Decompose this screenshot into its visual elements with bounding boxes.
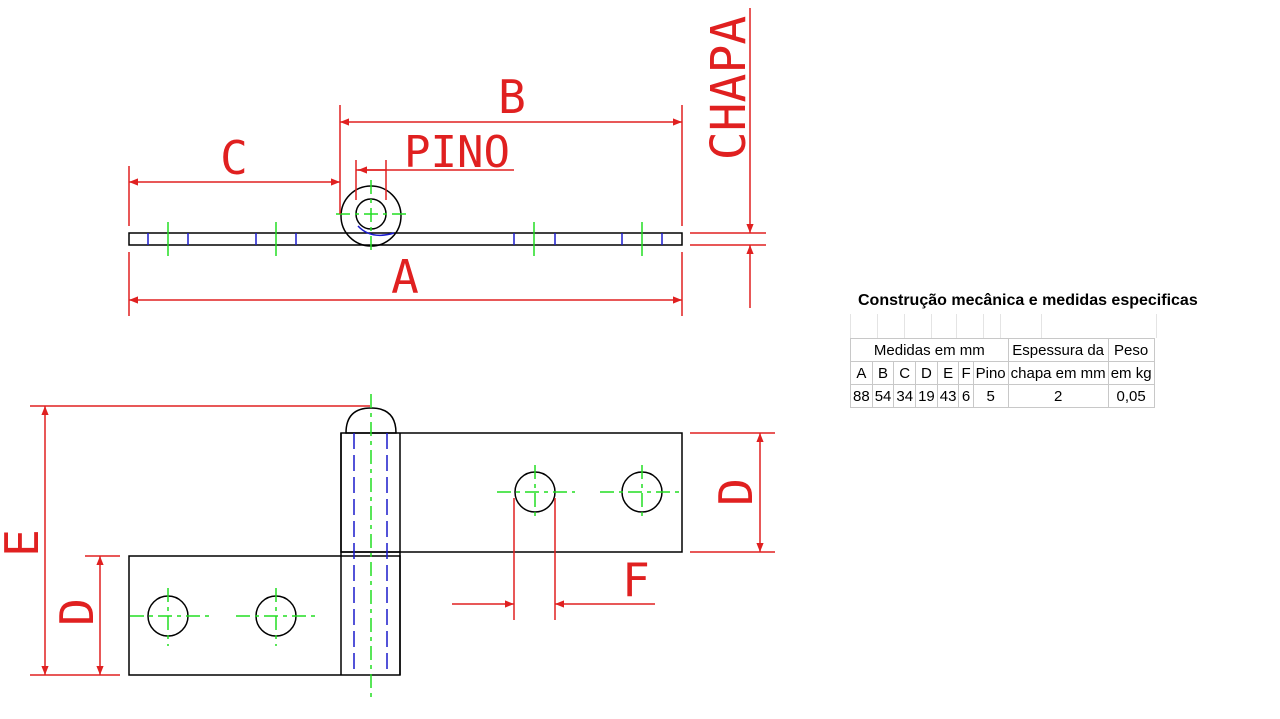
header-weight-1: Peso (1107, 338, 1155, 362)
label-d-left: D (50, 598, 104, 626)
value-d: 19 (915, 384, 938, 408)
col-d: D (915, 361, 938, 385)
label-e: E (0, 529, 49, 557)
spec-title: Construção mecânica e medidas especifica… (858, 292, 1198, 309)
col-e: E (936, 361, 960, 385)
label-f: F (622, 553, 650, 607)
front-view-pin-hidden-lines (353, 433, 388, 675)
value-f: 6 (958, 384, 974, 408)
value-c: 34 (893, 384, 917, 408)
spec-table-block: Construção mecânica e medidas especifica… (850, 288, 1217, 408)
header-thickness-2: chapa em mm (1007, 361, 1109, 385)
spec-table: Medidas em mm Espessura da Peso A B C D … (850, 338, 1155, 408)
value-weight: 0,05 (1107, 384, 1155, 408)
value-b: 54 (871, 384, 895, 408)
front-view-center-lines (130, 394, 680, 702)
label-d-right: D (709, 478, 763, 506)
top-view: A B C PINO CHAPA (128, 8, 766, 316)
top-view-plate (128, 232, 683, 246)
front-view-dimensions (30, 405, 775, 676)
value-e: 43 (936, 384, 960, 408)
value-pino: 5 (972, 384, 1009, 408)
top-view-hole-hidden-lines (147, 233, 663, 245)
value-thickness: 2 (1007, 384, 1109, 408)
col-c: C (893, 361, 917, 385)
spec-spacer-row (850, 314, 1217, 338)
label-b: B (498, 70, 526, 124)
label-a: A (391, 250, 419, 304)
top-view-hidden-arc (357, 225, 395, 237)
label-c: C (220, 131, 248, 185)
label-pino: PINO (404, 127, 510, 178)
value-a: 88 (850, 384, 873, 408)
header-measures: Medidas em mm (850, 338, 1009, 362)
col-pino: Pino (972, 361, 1009, 385)
col-f: F (958, 361, 974, 385)
top-view-dimensions (128, 8, 766, 316)
label-chapa: CHAPA (701, 16, 757, 161)
col-b: B (871, 361, 895, 385)
col-a: A (850, 361, 873, 385)
front-view: E D D F (0, 394, 775, 702)
header-thickness-1: Espessura da (1007, 338, 1109, 362)
top-view-center-lines (167, 180, 643, 256)
header-weight-2: em kg (1107, 361, 1155, 385)
